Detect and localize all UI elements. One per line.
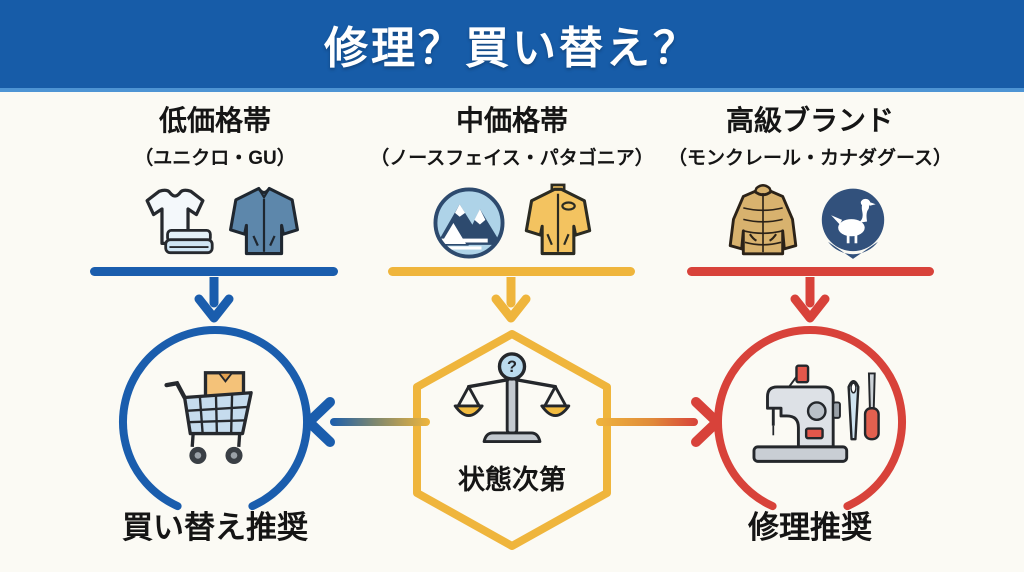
column-mid-price: 中価格帯 （ノースフェイス・パタゴニア）	[347, 105, 677, 170]
price-bar-low	[90, 267, 338, 276]
column-title: 高級ブランド	[725, 105, 894, 136]
down-arrow-low-icon	[194, 277, 234, 323]
replace-circle	[119, 326, 311, 511]
price-bar-mid	[388, 267, 635, 276]
repair-label: 修理推奨	[748, 510, 872, 545]
column-subtitle: （モンクレール・カナダグース）	[667, 147, 953, 169]
balance-scale-icon: ?	[453, 352, 571, 443]
right-arrowhead-icon	[691, 397, 722, 447]
yellow-jacket-icon	[524, 183, 592, 256]
goose-badge-icon	[821, 188, 885, 259]
mountain-logo-icon	[433, 187, 505, 259]
repair-circle	[714, 326, 906, 511]
column-title: 中価格帯	[455, 105, 568, 136]
down-arrow-luxury-icon	[790, 277, 830, 323]
replace-label: 買い替え推奨	[122, 510, 308, 545]
column-subtitle: （ノースフェイス・パタゴニア）	[370, 147, 654, 169]
shopping-cart-icon	[164, 371, 253, 464]
connector-to-repair	[596, 418, 698, 426]
blue-jacket-icon	[229, 186, 299, 256]
column-luxury: 高級ブランド （モンクレール・カナダグース）	[645, 105, 975, 170]
page-title: 修理？買い替え？	[324, 24, 700, 73]
connector-to-replace	[330, 418, 430, 426]
price-bar-luxury	[687, 267, 934, 276]
column-title: 低価格帯	[158, 105, 271, 136]
column-subtitle: （ユニクロ・GU）	[134, 147, 296, 169]
svg-text:?: ?	[507, 358, 517, 376]
puffer-jacket-icon	[728, 184, 798, 256]
column-low-price: 低価格帯 （ユニクロ・GU）	[50, 105, 380, 170]
tshirt-icon	[145, 188, 214, 255]
left-arrowhead-icon	[304, 397, 335, 447]
down-arrow-mid-icon	[491, 277, 531, 323]
condition-hexagon	[413, 330, 611, 550]
condition-label: 状態次第	[458, 465, 566, 495]
sewing-machine-icon	[752, 364, 880, 463]
header: 修理？買い替え？	[0, 0, 1024, 92]
